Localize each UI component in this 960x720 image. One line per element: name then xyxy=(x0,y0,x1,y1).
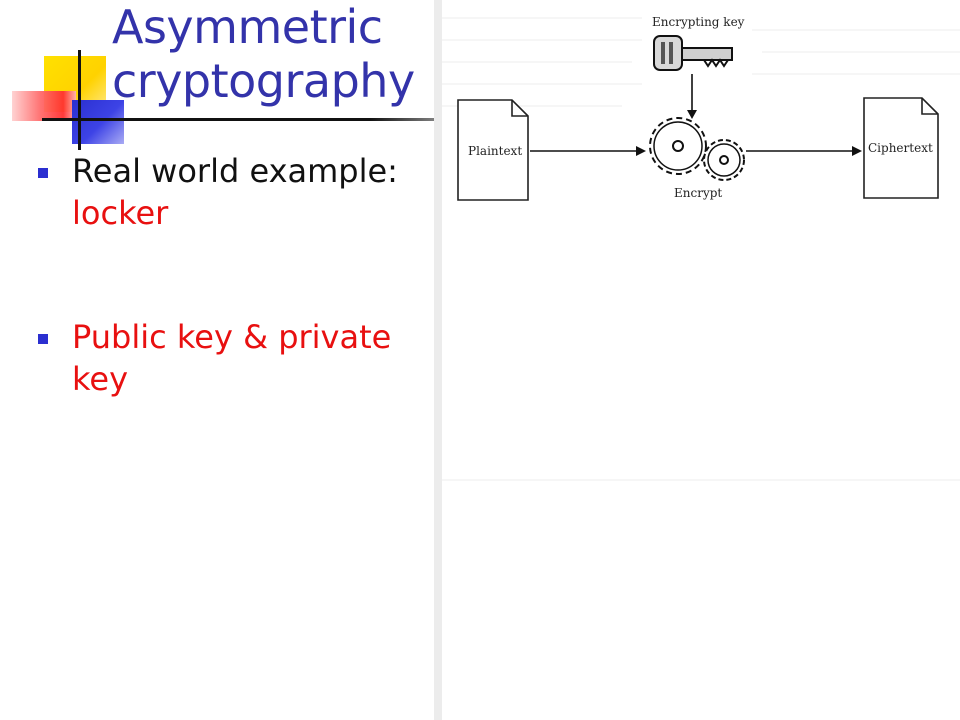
title-underline-fade xyxy=(370,118,440,121)
bullet-highlight: Public key & private key xyxy=(72,318,392,398)
bullet-list: Real world example: locker Public key & … xyxy=(36,150,426,400)
slide-title: Asymmetric cryptography xyxy=(112,0,432,108)
slide-title-line-2: cryptography xyxy=(112,54,415,108)
bullet-highlight: locker xyxy=(72,194,169,232)
title-underline xyxy=(42,118,436,121)
bullet-item-keys: Public key & private key xyxy=(36,316,426,400)
ciphertext-document-icon xyxy=(863,97,939,199)
bullet-marker xyxy=(38,168,48,178)
key-icon xyxy=(653,35,733,71)
bullet-item-real-world: Real world example: locker xyxy=(36,150,426,234)
plaintext-document-icon xyxy=(457,99,529,201)
key-arrowhead xyxy=(687,110,697,119)
plaintext-arrowhead xyxy=(636,146,646,156)
scan-texture xyxy=(442,17,960,481)
corner-decoration-vertical-line xyxy=(78,50,81,150)
gear-icon xyxy=(649,117,745,181)
bullet-text: Real world example: xyxy=(72,152,398,190)
ciphertext-arrowhead xyxy=(852,146,862,156)
encrypt-label: Encrypt xyxy=(674,186,722,200)
corner-decoration-red xyxy=(12,91,76,121)
encrypting-key-label: Encrypting key xyxy=(652,15,745,29)
encryption-figure-panel: Encrypting key Plaintext xyxy=(434,0,960,720)
slide-title-line-1: Asymmetric xyxy=(112,0,383,54)
encryption-diagram: Encrypting key Plaintext xyxy=(442,15,960,481)
bullet-marker xyxy=(38,334,48,344)
ciphertext-label: Ciphertext xyxy=(868,141,933,155)
plaintext-label: Plaintext xyxy=(468,144,522,158)
